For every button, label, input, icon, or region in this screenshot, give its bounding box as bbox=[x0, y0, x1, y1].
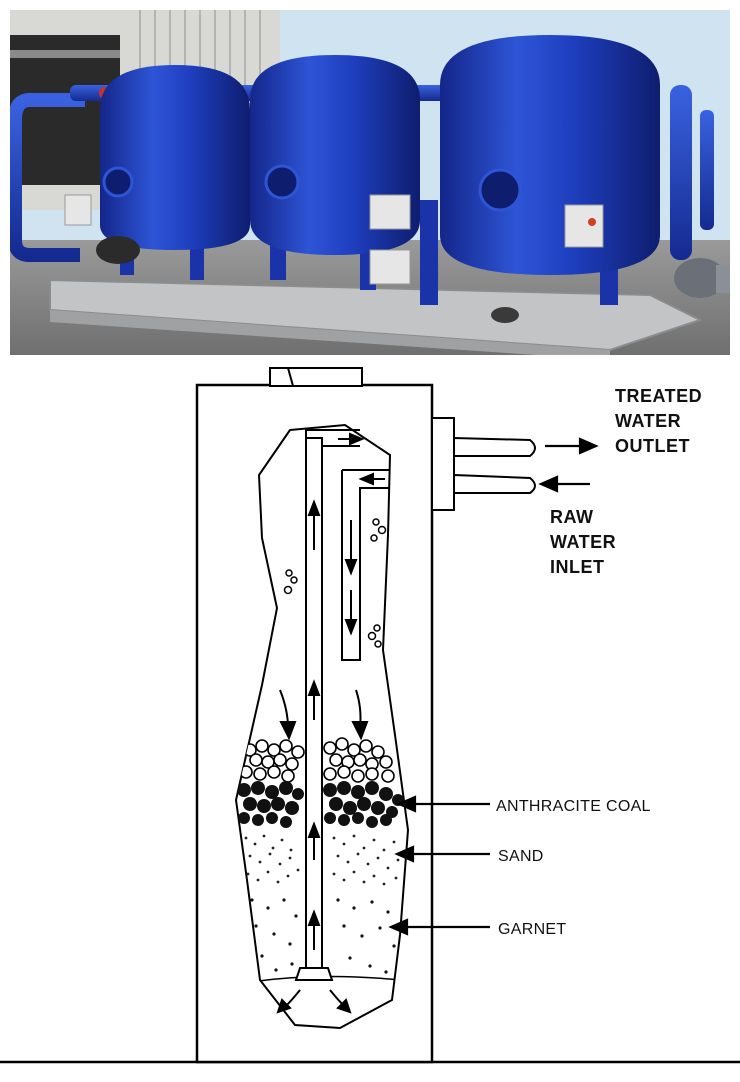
outlet-pipe bbox=[453, 436, 536, 457]
filter-schematic: TREATED WATER OUTLET RAW WATER INLET ANT… bbox=[0, 367, 740, 1064]
inlet-pipe bbox=[453, 473, 536, 494]
anthracite-coal-label: ANTHRACITE COAL bbox=[496, 798, 651, 815]
filter-tanks-photo bbox=[10, 10, 730, 355]
raw-water-inlet-label-line2: WATER bbox=[550, 532, 616, 552]
filter-tanks-illustration bbox=[10, 10, 730, 355]
sand-layer bbox=[244, 834, 400, 886]
garnet-layer bbox=[250, 898, 396, 974]
sand-label: SAND bbox=[498, 848, 544, 865]
treated-water-outlet-label-line2: WATER bbox=[615, 411, 681, 431]
filter-cross-section-diagram: TREATED WATER OUTLET RAW WATER INLET ANT… bbox=[0, 360, 740, 1077]
raw-water-inlet-label-line1: RAW bbox=[550, 507, 594, 527]
raw-water-inlet-label-line3: INLET bbox=[550, 557, 605, 577]
garnet-label: GARNET bbox=[498, 921, 566, 938]
treated-water-outlet-label-line3: OUTLET bbox=[615, 436, 690, 456]
anthracite-layer-dense bbox=[237, 781, 404, 828]
inlet-downpipe bbox=[341, 469, 390, 661]
treated-water-outlet-label-line1: TREATED bbox=[615, 386, 702, 406]
